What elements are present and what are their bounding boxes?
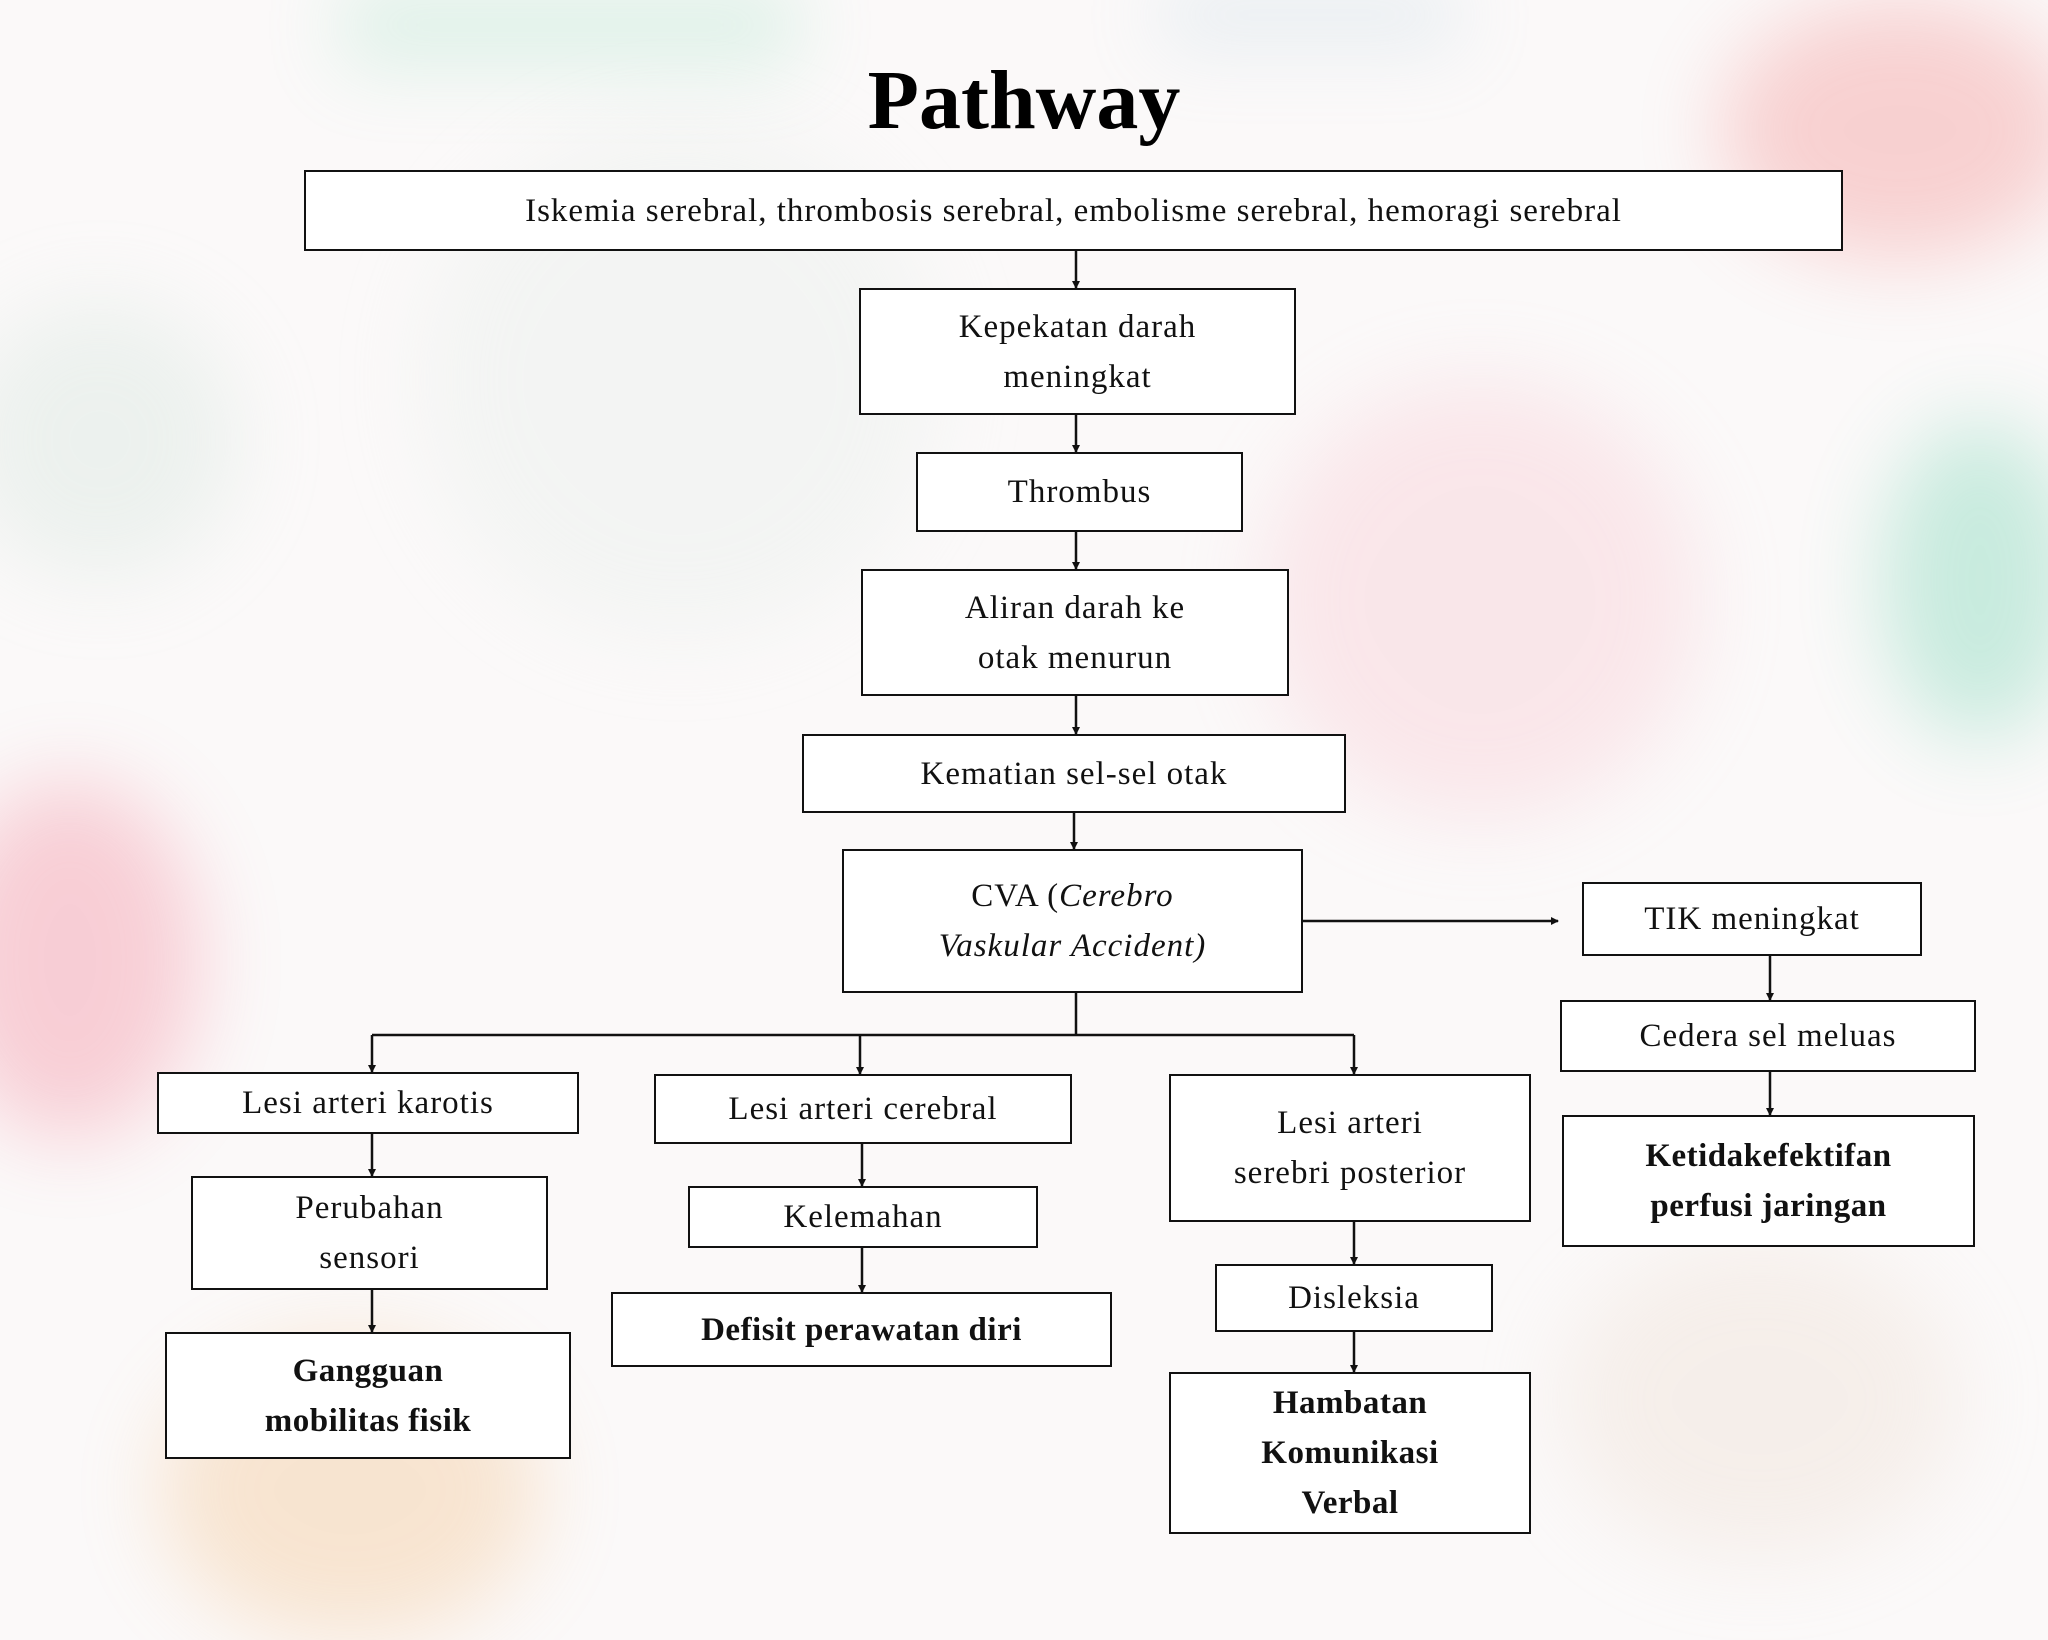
node-defisit: Defisit perawatan diri [611, 1292, 1112, 1367]
node-cva: CVA (Cerebro Vaskular Accident) [842, 849, 1303, 993]
node-karotis: Lesi arteri karotis [157, 1072, 579, 1134]
node-cedera: Cedera sel meluas [1560, 1000, 1976, 1072]
node-kematian: Kematian sel-sel otak [802, 734, 1346, 813]
node-thrombus: Thrombus [916, 452, 1243, 532]
connector-lines [368, 251, 1774, 1373]
node-tik: TIK meningkat [1582, 882, 1922, 956]
node-kelemahan: Kelemahan [688, 1186, 1038, 1248]
node-disleksia: Disleksia [1215, 1264, 1493, 1332]
page-title: Pathway [867, 54, 1181, 147]
node-causes: Iskemia serebral, thrombosis serebral, e… [304, 170, 1843, 251]
node-cerebral: Lesi arteri cerebral [654, 1074, 1072, 1144]
